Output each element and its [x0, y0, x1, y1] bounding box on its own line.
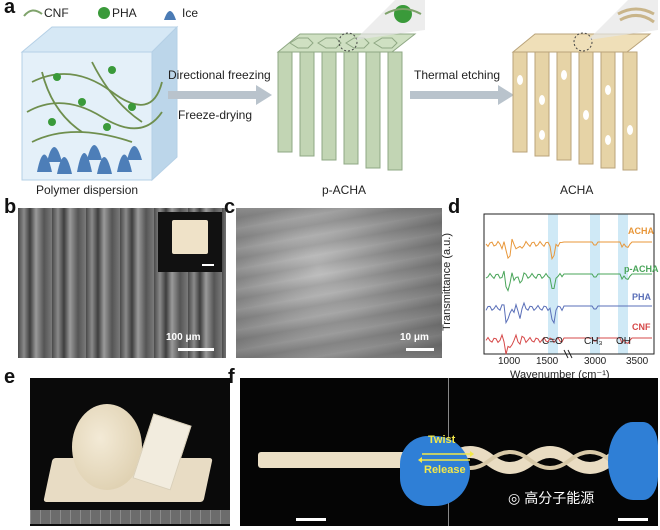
acha-label: ACHA	[560, 183, 594, 197]
scale-label-b: 100 μm	[166, 332, 201, 343]
series-label-acha: ACHA	[628, 226, 654, 236]
release-label: Release	[424, 464, 466, 476]
arrow1-top-label: Directional freezing	[168, 68, 271, 82]
ftir-chart	[483, 213, 655, 359]
sem-image-b: 100 μm	[18, 208, 226, 358]
highlight-ch3	[590, 214, 600, 354]
p-acha-label: p-ACHA	[322, 183, 367, 197]
aerogel-cylinder	[72, 404, 142, 490]
p-acha-zoom-icon	[355, 0, 425, 40]
photo-e	[30, 378, 230, 526]
inset-photo	[158, 212, 222, 272]
scale-label-c: 10 μm	[400, 332, 429, 343]
panel-a-label: a	[4, 0, 16, 18]
panel-e-label: e	[4, 366, 16, 388]
acha-structure	[511, 32, 652, 171]
series-line-pha	[485, 301, 652, 325]
acha-zoom-icon	[588, 0, 658, 40]
ylabel: Transmittance (a.u.)	[441, 232, 454, 332]
panel-d-label: d	[448, 196, 461, 218]
twist-release-arrows-icon	[418, 451, 474, 463]
photo-f: Twist Release ◎ 高分子能源	[240, 378, 658, 526]
xtick-1000: 1000	[498, 356, 521, 367]
arrow-1-icon	[168, 85, 272, 105]
xtick-1500: 1500	[536, 356, 559, 367]
plot-frame	[483, 213, 655, 355]
series-label-pha: PHA	[632, 292, 652, 302]
panel-f-label: f	[228, 366, 235, 388]
straight-rod	[258, 452, 438, 468]
highlight-oh	[618, 214, 628, 354]
panel-b-label: b	[4, 196, 17, 218]
series-line-acha	[485, 238, 652, 261]
glove-left	[400, 436, 470, 506]
ice-legend-icon	[164, 11, 176, 20]
scale-bar-f-right	[618, 518, 648, 521]
dispersion-label: Polymer dispersion	[36, 183, 139, 197]
axis-break-1	[563, 349, 569, 359]
xtick-3500: 3500	[626, 356, 649, 367]
series-line-p-acha	[485, 270, 652, 292]
aerogel-block	[172, 220, 208, 254]
arrow-2-icon	[410, 85, 514, 105]
legend-ice: Ice	[182, 6, 199, 20]
watermark: ◎ 高分子能源	[508, 488, 594, 508]
panel-a-legend	[23, 7, 176, 20]
series-label-pacha: p-ACHA	[624, 264, 659, 274]
scale-bar-b	[178, 348, 214, 351]
inset-scale-bar	[202, 264, 214, 266]
cnf-legend-icon	[23, 9, 43, 17]
series-group	[485, 238, 652, 355]
p-acha-structure	[276, 32, 417, 171]
highlight-co	[548, 214, 558, 354]
ruler	[30, 510, 230, 524]
sem-image-c: 10 μm	[236, 208, 442, 358]
arrow2-top-label: Thermal etching	[414, 68, 501, 82]
legend-pha: PHA	[112, 6, 137, 20]
annotation-oh: OH	[616, 336, 631, 347]
series-label-cnf: CNF	[632, 322, 651, 332]
sem-c-texture	[236, 208, 442, 358]
axis-break-2	[567, 349, 573, 359]
scale-bar-f-left	[296, 518, 326, 521]
pha-legend-icon	[98, 7, 110, 19]
series-line-cnf	[485, 333, 652, 355]
annotation-ch3: CH₃	[584, 336, 603, 347]
wechat-icon: ◎	[508, 489, 521, 506]
annotation-co: C=O	[542, 336, 563, 347]
legend-cnf: CNF	[44, 6, 69, 20]
twist-label: Twist	[428, 434, 456, 446]
xtick-3000: 3000	[584, 356, 607, 367]
polymer-dispersion-cube	[20, 25, 179, 182]
arrow1-bottom-label: Freeze-drying	[178, 108, 253, 122]
scale-bar-c	[406, 348, 434, 351]
panel-c-label: c	[224, 196, 236, 218]
glove-right	[608, 422, 658, 500]
watermark-text: 高分子能源	[524, 490, 595, 506]
